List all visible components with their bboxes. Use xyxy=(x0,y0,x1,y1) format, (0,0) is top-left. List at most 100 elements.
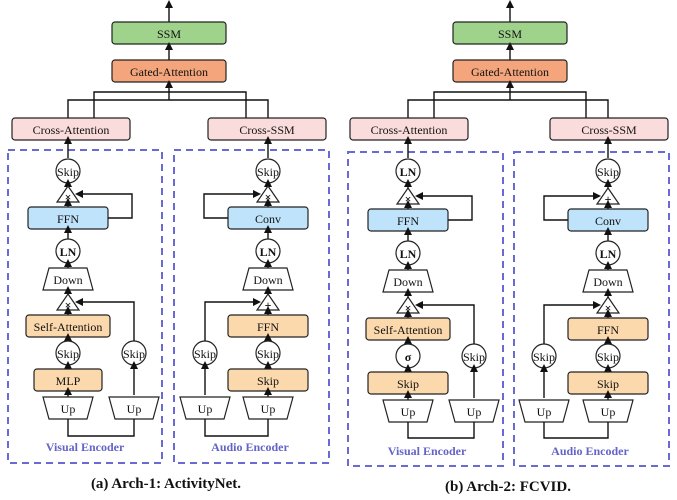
connector xyxy=(67,99,269,118)
arch2-visual-down: Down xyxy=(382,269,434,293)
arch1-audio-mul-1: × xyxy=(255,184,281,204)
arch1-visual-up-right: Up xyxy=(108,396,160,420)
arch2-visual-skip-side-label: Skip xyxy=(463,350,485,364)
arch2-cross-ssm-block: Cross-SSM xyxy=(549,117,669,141)
arch2-visual-mul-1: × xyxy=(395,186,421,206)
arch2-audio-conv-block: Conv xyxy=(567,208,649,232)
arch1-visual-skip-top-label: Skip xyxy=(57,165,79,179)
arch1-ssm-block: SSM xyxy=(111,21,227,45)
arch2-audio-up-left-shape xyxy=(518,399,570,423)
arch1-visual-up-left-shape xyxy=(42,396,94,420)
arch2-audio-ffn-block-label: FFN xyxy=(597,323,619,337)
arch1-audio-conv-block: Conv xyxy=(227,206,309,230)
connector xyxy=(415,192,473,221)
arch2-visual-skip-block-label: Skip xyxy=(397,377,419,391)
connector xyxy=(203,190,261,219)
arch1-audio-mul-1-label: × xyxy=(265,190,272,204)
arch2-gated-attention-block: Gated-Attention xyxy=(452,59,568,83)
arch2-cross-attention-block-label: Cross-Attention xyxy=(371,123,448,137)
arch1-visual-mlp-block-label: MLP xyxy=(56,374,81,388)
arch2-audio-encoder-label: Audio Encoder xyxy=(551,444,629,458)
connector xyxy=(204,298,261,341)
arch2-audio-down-shape xyxy=(582,269,634,293)
arch1-gated-attention-block-label: Gated-Attention xyxy=(130,65,208,79)
arch2-visual-down-shape xyxy=(382,269,434,293)
arch2-audio-mul: × xyxy=(595,295,621,315)
arch2-visual-encoder-box xyxy=(347,151,504,467)
arch1-cross-attention-block: Cross-Attention xyxy=(11,117,131,141)
arch2-visual-sigma: σ xyxy=(395,343,421,369)
connector xyxy=(415,301,475,344)
arch1-audio-down-label: Down xyxy=(253,273,282,287)
arch2-audio-ln-label: LN xyxy=(600,247,617,261)
arch1-visual-up-right-label: Up xyxy=(127,402,142,416)
arch1-audio-down: Down xyxy=(242,267,294,291)
arch2-visual-up-right-shape xyxy=(448,399,500,423)
arch2-gated-attention-block-label: Gated-Attention xyxy=(471,65,549,79)
arch1-visual-skip-top: Skip xyxy=(55,158,81,184)
arch1-audio-skip-mid-label: Skip xyxy=(257,347,279,361)
arch2-audio-skip-side: Skip xyxy=(531,343,557,369)
arch2-visual-up-right-label: Up xyxy=(467,405,482,419)
arch1-visual-down-label: Down xyxy=(53,273,82,287)
arch1-cross-ssm-block-label: Cross-SSM xyxy=(239,123,295,137)
arch2-audio-up-left-label: Up xyxy=(537,405,552,419)
arch2-visual-skip-block: Skip xyxy=(367,371,449,395)
arch2-visual-down-label: Down xyxy=(393,275,422,289)
arch2-audio-skip-mid: Skip xyxy=(595,343,621,369)
arch1-audio-skip-top-label: Skip xyxy=(257,165,279,179)
arch2-visual-mul-2-label: × xyxy=(405,301,412,315)
arch1-visual-down: Down xyxy=(42,267,94,291)
arch2-visual-sigma-label: σ xyxy=(405,350,412,364)
arch1-visual-ln-label: LN xyxy=(60,245,77,259)
arch1-audio-skip-side-label: Skip xyxy=(194,347,216,361)
connector xyxy=(75,298,135,341)
arch2-ssm-block: SSM xyxy=(452,21,568,45)
arch2-audio-add: + xyxy=(595,186,621,206)
arch2-audio-conv-block-label: Conv xyxy=(595,214,621,228)
arch1-audio-ffn-block-label: FFN xyxy=(257,320,279,334)
arch1-visual-encoder-label: Visual Encoder xyxy=(46,440,125,454)
arch1-ssm-block-label: SSM xyxy=(157,27,181,41)
arch1-audio-down-shape xyxy=(242,267,294,291)
arch1-visual-down-shape xyxy=(42,267,94,291)
arch2-visual-up-left-label: Up xyxy=(401,405,416,419)
arch2-audio-down: Down xyxy=(582,269,634,293)
arch2-visual-ln: LN xyxy=(395,240,421,266)
arch1-visual-skip-mid: Skip xyxy=(55,340,81,366)
arch1-cross-ssm-block: Cross-SSM xyxy=(207,117,327,141)
arch2-audio-skip-top: Skip xyxy=(595,158,621,184)
arch1-visual-up-right-shape xyxy=(108,396,160,420)
arch2-cross-attention-block: Cross-Attention xyxy=(349,117,469,141)
arch2-cross-ssm-block-label: Cross-SSM xyxy=(581,123,637,137)
arch1-cross-attention-block-label: Cross-Attention xyxy=(33,123,110,137)
arch1-audio-encoder-label: Audio Encoder xyxy=(211,440,289,454)
connector xyxy=(407,422,475,439)
arch1-visual-encoder-box xyxy=(7,149,163,464)
arch2-visual-ln-top-label: LN xyxy=(400,165,417,179)
arch1-audio-up-left-shape xyxy=(179,396,231,420)
connector xyxy=(67,419,135,437)
arch2-audio-up-right: Up xyxy=(582,399,634,423)
arch2-visual-mul-1-label: × xyxy=(405,192,412,206)
arch1-visual-skip-side-label: Skip xyxy=(123,347,145,361)
arch1-visual-ln: LN xyxy=(55,238,81,264)
arch2-audio-ffn-block: FFN xyxy=(567,317,649,341)
arch1-audio-up-left: Up xyxy=(179,396,231,420)
arch1-visual-mul-1-label: × xyxy=(65,190,72,204)
arch2-visual-encoder-label: Visual Encoder xyxy=(388,444,467,458)
arch2-audio-skip-mid-label: Skip xyxy=(597,350,619,364)
arch2-audio-skip-block: Skip xyxy=(567,371,649,395)
arch1-audio-skip-block: Skip xyxy=(227,368,309,392)
connector xyxy=(204,419,269,437)
arch2-caption: (b) Arch-2: FCVID. xyxy=(445,479,571,495)
arch1-visual-mul-2: × xyxy=(55,292,81,312)
arch1-audio-conv-block-label: Conv xyxy=(255,212,281,226)
connector xyxy=(75,190,133,219)
connector xyxy=(433,91,587,118)
arch2-visual-skip-side: Skip xyxy=(461,343,487,369)
arch1-audio-skip-top: Skip xyxy=(255,158,281,184)
connector xyxy=(543,301,601,344)
